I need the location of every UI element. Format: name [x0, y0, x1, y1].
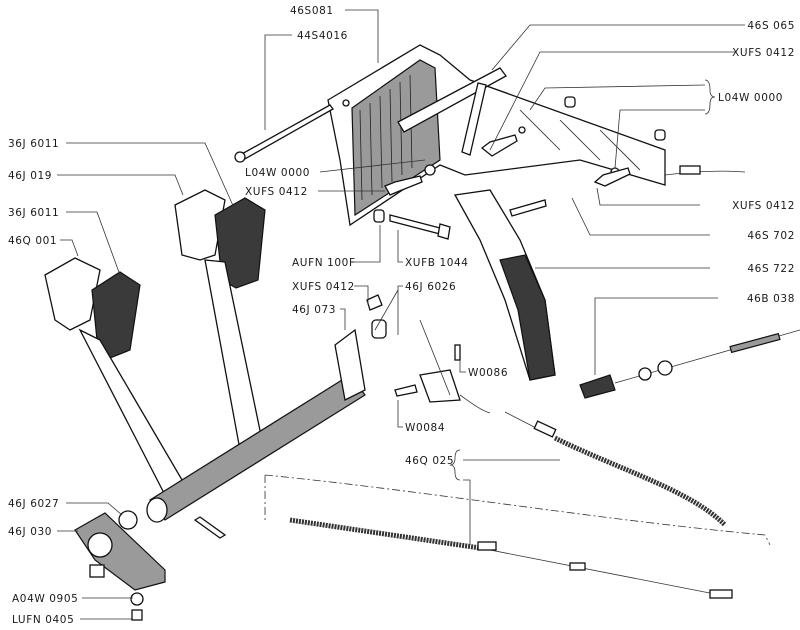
- pedal-cross-shaft-part: [146, 328, 366, 523]
- part-label-46j6026: 46J 6026: [405, 281, 456, 293]
- part-label-46j030: 46J 030: [8, 526, 52, 538]
- part-label-w0084: W0084: [405, 422, 445, 434]
- accelerator-cable-end-part: [664, 165, 746, 176]
- clutch-pedal-part: [44, 257, 186, 496]
- part-label-l04w0000-center: L04W 0000: [245, 167, 310, 179]
- part-label-46q001: 46Q 001: [8, 235, 57, 247]
- part-label-46j019: 46J 019: [8, 170, 52, 182]
- lever-and-bushes-part: [366, 294, 491, 414]
- pivot-rod-part: [397, 67, 507, 156]
- part-label-46b038: 46B 038: [747, 293, 795, 305]
- part-label-46j6027: 46J 6027: [8, 498, 59, 510]
- accelerator-pedal-part: [453, 189, 556, 381]
- part-label-lufn0405: LUFN 0405: [12, 614, 74, 626]
- part-label-xufs0412-right: XUFS 0412: [732, 200, 795, 212]
- part-label-xufs0412-top: XUFS 0412: [732, 47, 795, 59]
- leader-lines: [57, 9, 745, 620]
- part-label-46q025: 46Q 025: [405, 455, 454, 467]
- shaft-mount-bracket-part: [74, 510, 227, 621]
- part-label-46s065: 46S 065: [747, 20, 795, 32]
- bolt-parts: [373, 134, 631, 240]
- part-label-36j6011-b: 36J 6011: [8, 207, 59, 219]
- split-pin-part: [234, 104, 334, 163]
- part-label-xufb1044: XUFB 1044: [405, 257, 469, 269]
- clutch-cable-part: [289, 411, 733, 599]
- part-label-46s722: 46S 722: [747, 263, 795, 275]
- choke-control-part: [579, 329, 800, 399]
- part-label-44s4016: 44S4016: [297, 30, 348, 42]
- assembly-dash-line: [264, 474, 771, 546]
- part-label-aufn100f: AUFN 100F: [292, 257, 356, 269]
- part-label-46s081: 46S081: [290, 5, 334, 17]
- brake-pedal-part: [174, 189, 266, 451]
- part-label-xufs0412-center: XUFS 0412: [245, 186, 308, 198]
- part-label-46j073: 46J 073: [292, 304, 336, 316]
- part-label-46s702: 46S 702: [747, 230, 795, 242]
- part-label-a04w0905: A04W 0905: [12, 593, 78, 605]
- part-label-xufs0412-low: XUFS 0412: [292, 281, 355, 293]
- part-label-l04w0000-right: L04W 0000: [718, 92, 783, 104]
- part-label-w0086: W0086: [468, 367, 508, 379]
- part-label-36j6011-a: 36J 6011: [8, 138, 59, 150]
